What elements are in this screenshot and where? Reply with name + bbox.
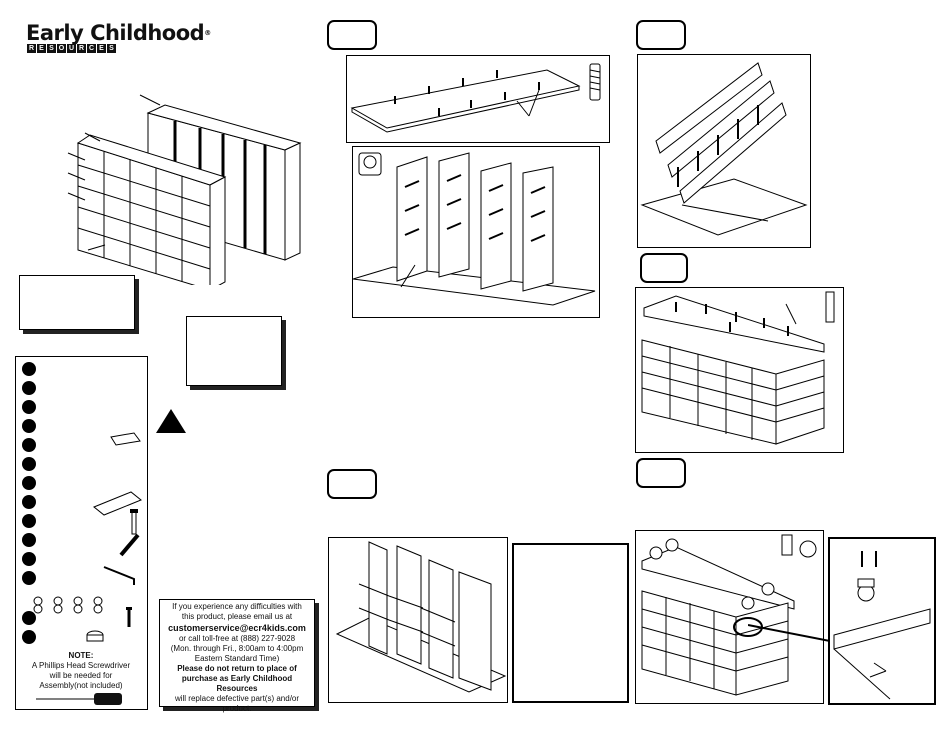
contact-line: this product, please email us at [181, 612, 293, 621]
part-marker [22, 419, 36, 433]
part-marker [22, 533, 36, 547]
contact-info-box: If you experience any difficulties with … [159, 599, 315, 713]
step-1-dividers-frame [352, 146, 600, 318]
logo-letter: C [87, 44, 96, 53]
note-title: NOTE: [68, 651, 94, 660]
part-marker [22, 381, 36, 395]
product-overview-illustration [67, 94, 302, 285]
logo-letter: R [27, 44, 36, 53]
screwdriver-note: NOTE: A Phillips Head Screwdriver will b… [20, 651, 142, 691]
part-marker [22, 362, 36, 376]
instruction-text-box [512, 543, 629, 703]
logo-name: Early Childhood [26, 21, 205, 45]
brand-logo: Early Childhood® [26, 22, 211, 44]
step-tab [327, 469, 377, 499]
step-tab [636, 20, 686, 50]
note-line: Assembly(not included) [39, 681, 123, 690]
logo-trademark: ® [204, 29, 211, 37]
contact-line: will replace defective part(s) and/or [174, 694, 300, 703]
caster-install-illustration [641, 534, 817, 696]
logo-letter: O [57, 44, 66, 53]
logo-subtitle: R E S O U R C E S [27, 44, 116, 53]
contact-line: product. [222, 704, 252, 713]
detail-callout-line [748, 624, 830, 642]
logo-letter: U [67, 44, 76, 53]
part-marker [22, 438, 36, 452]
note-line: A Phillips Head Screwdriver [31, 661, 131, 670]
part-marker [22, 495, 36, 509]
part-marker [22, 400, 36, 414]
cubby-frame-illustration [335, 541, 507, 693]
parts-list-panel [15, 356, 148, 710]
part-marker [22, 552, 36, 566]
warning-triangle-icon [156, 409, 186, 433]
caster-detail-frame [828, 537, 936, 705]
logo-letter: E [37, 44, 46, 53]
caster-detail-illustration [833, 551, 931, 700]
contact-warning: purchase as Early Childhood Resources [181, 674, 293, 693]
step-5-frame [635, 530, 824, 704]
part-marker [22, 630, 36, 644]
logo-letter: E [97, 44, 106, 53]
step-2-frame [637, 54, 811, 248]
contact-email-link[interactable]: customerservice@ecr4kids.com [168, 623, 306, 633]
note-line: will be needed for [49, 671, 113, 680]
contact-line: Eastern Standard Time) [194, 654, 280, 663]
contact-phone: or call toll-free at (888) 227-9028 [178, 634, 296, 643]
logo-letter: R [77, 44, 86, 53]
logo-letter: S [107, 44, 116, 53]
step-1-board-frame [346, 55, 610, 143]
step-3-frame [635, 287, 844, 453]
part-marker [22, 571, 36, 585]
part-marker [22, 476, 36, 490]
contact-line: (Mon. through Fri., 8:00am to 4:00pm [170, 644, 304, 653]
step-tab [640, 253, 688, 283]
hardware-illustrations [33, 432, 142, 705]
step-tab [327, 20, 377, 50]
dividers-on-base-illustration [352, 152, 596, 306]
board-with-pins-illustration [350, 63, 601, 133]
dividers-assembly-illustration [640, 62, 808, 236]
step-tab [636, 458, 686, 488]
blank-label-box [186, 316, 282, 386]
part-marker [22, 611, 36, 625]
contact-warning: Please do not return to place of [177, 664, 297, 673]
contact-line: If you experience any difficulties with [172, 602, 302, 611]
part-marker [22, 457, 36, 471]
blank-label-box [19, 275, 135, 330]
step-4-frame [328, 537, 508, 703]
top-panel-assembly-illustration [641, 291, 835, 445]
logo-letter: S [47, 44, 56, 53]
part-marker [22, 514, 36, 528]
